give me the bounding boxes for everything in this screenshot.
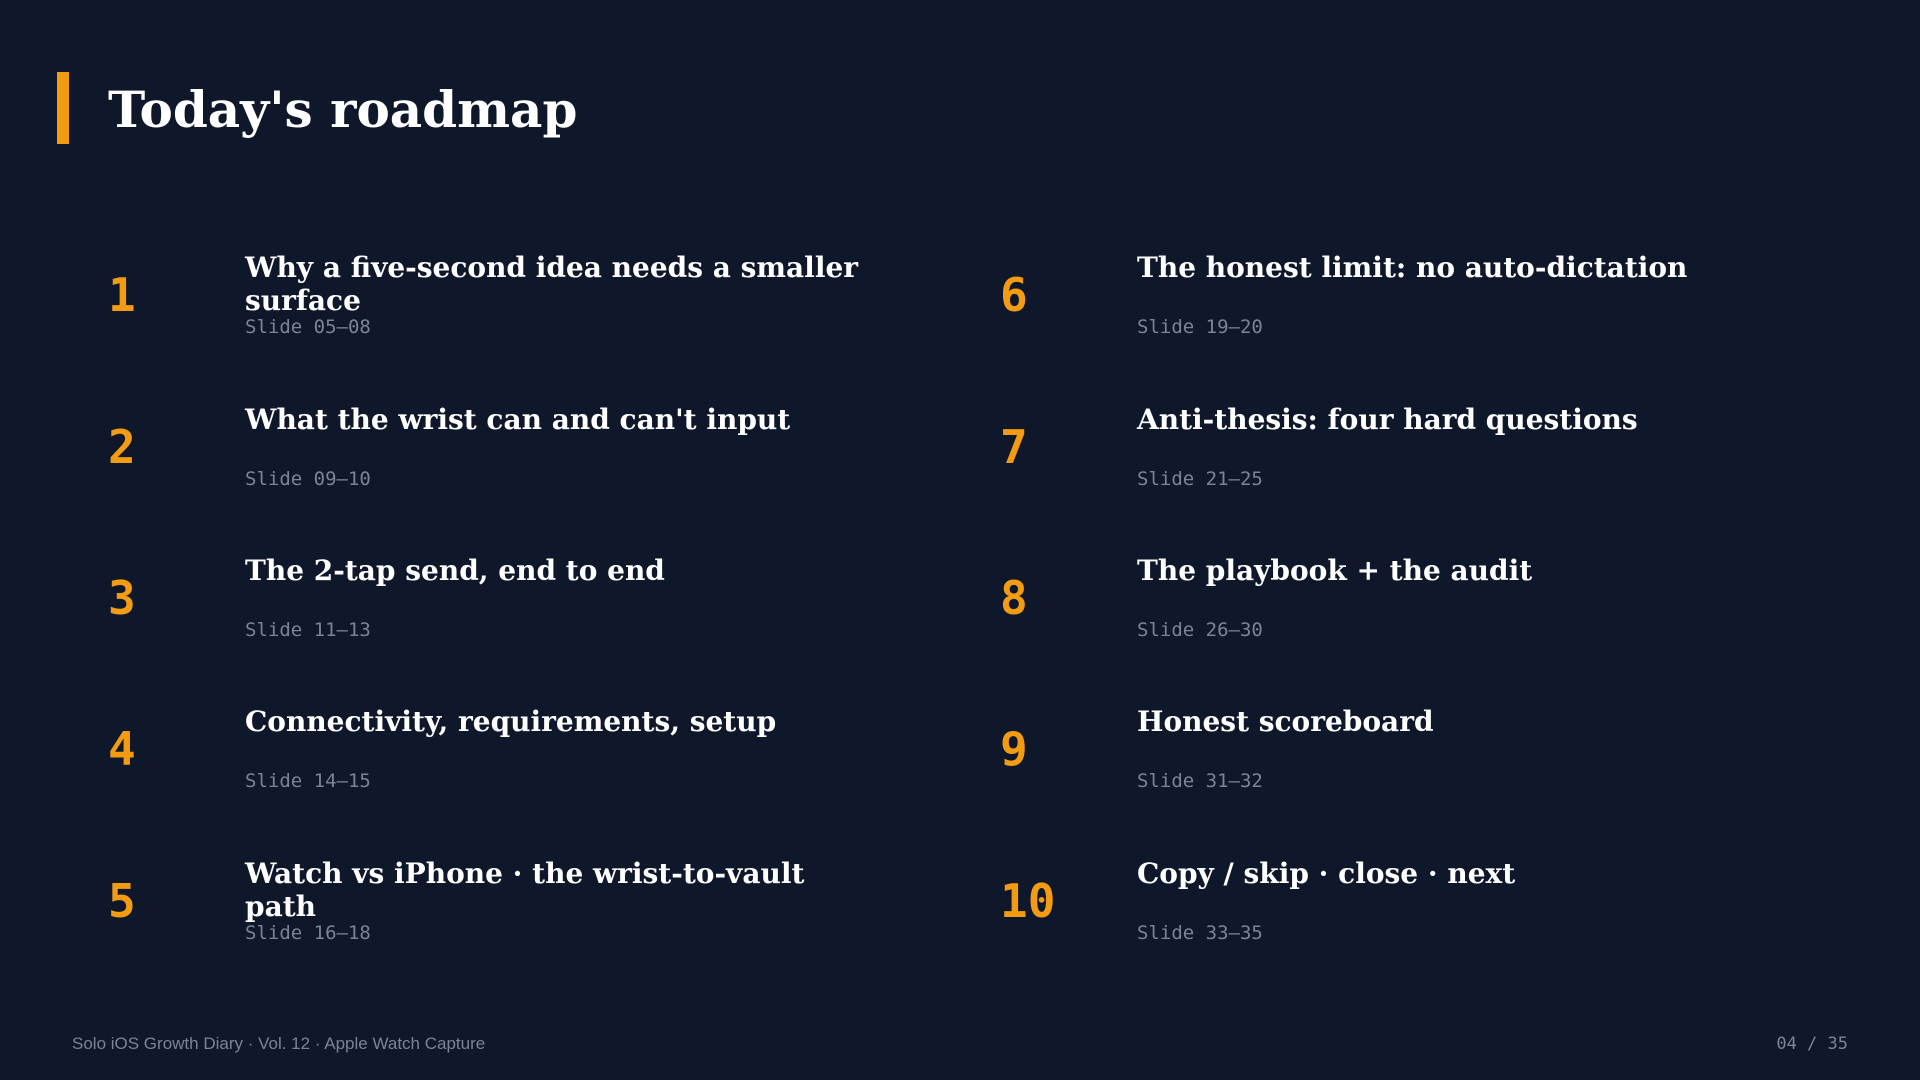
agenda-item-number: 5	[108, 874, 136, 928]
agenda-item-title: Copy / skip · close · next	[1137, 857, 1516, 890]
agenda-item-number: 8	[1000, 571, 1028, 625]
agenda-item-number: 10	[1000, 874, 1056, 928]
agenda-item-title: The playbook + the audit	[1137, 554, 1533, 587]
agenda-item-slide-range: Slide 05–08	[245, 316, 371, 338]
page-title: Today's roadmap	[108, 80, 578, 139]
agenda-item-text: Honest scoreboard Slide 31–32	[1137, 694, 1777, 804]
agenda-item-number: 9	[1000, 722, 1028, 776]
agenda-item-text: The playbook + the audit Slide 26–30	[1137, 543, 1777, 653]
agenda-item-title: What the wrist can and can't input	[245, 403, 791, 436]
title-accent-bar	[57, 72, 69, 144]
agenda-item-title: Anti-thesis: four hard questions	[1137, 403, 1638, 436]
agenda-item-title: The 2-tap send, end to end	[245, 554, 665, 587]
agenda-item-text: The honest limit: no auto-dictation Slid…	[1137, 240, 1777, 350]
agenda-item-text: Why a five-second idea needs a smaller s…	[245, 240, 885, 350]
agenda-item-text: Copy / skip · close · next Slide 33–35	[1137, 846, 1777, 956]
agenda-item-text: Anti-thesis: four hard questions Slide 2…	[1137, 392, 1777, 502]
agenda-item-title: The honest limit: no auto-dictation	[1137, 251, 1688, 284]
agenda-item-text: The 2-tap send, end to end Slide 11–13	[245, 543, 885, 653]
agenda-item-number: 1	[108, 268, 136, 322]
agenda-item-slide-range: Slide 14–15	[245, 770, 371, 792]
agenda-item-slide-range: Slide 26–30	[1137, 619, 1263, 641]
agenda-item-number: 7	[1000, 420, 1028, 474]
agenda-item-title: Connectivity, requirements, setup	[245, 705, 777, 738]
agenda-item-slide-range: Slide 21–25	[1137, 468, 1263, 490]
agenda-item-text: What the wrist can and can't input Slide…	[245, 392, 885, 502]
agenda-item-slide-range: Slide 11–13	[245, 619, 371, 641]
agenda-item-slide-range: Slide 33–35	[1137, 922, 1263, 944]
page-number: 04 / 35	[1776, 1034, 1848, 1054]
agenda-item-number: 4	[108, 722, 136, 776]
agenda-item-slide-range: Slide 09–10	[245, 468, 371, 490]
agenda-item-number: 6	[1000, 268, 1028, 322]
agenda-item-slide-range: Slide 19–20	[1137, 316, 1263, 338]
agenda-item-title: Watch vs iPhone · the wrist-to-vault pat…	[245, 857, 805, 923]
agenda-item-title: Honest scoreboard	[1137, 705, 1434, 738]
agenda-item-slide-range: Slide 16–18	[245, 922, 371, 944]
agenda-item-slide-range: Slide 31–32	[1137, 770, 1263, 792]
agenda-item-number: 2	[108, 420, 136, 474]
agenda-item-text: Watch vs iPhone · the wrist-to-vault pat…	[245, 846, 885, 956]
agenda-item-title: Why a five-second idea needs a smaller s…	[245, 251, 859, 317]
agenda-item-number: 3	[108, 571, 136, 625]
agenda-item-text: Connectivity, requirements, setup Slide …	[245, 694, 885, 804]
footer-series-label: Solo iOS Growth Diary · Vol. 12 · Apple …	[72, 1034, 486, 1053]
